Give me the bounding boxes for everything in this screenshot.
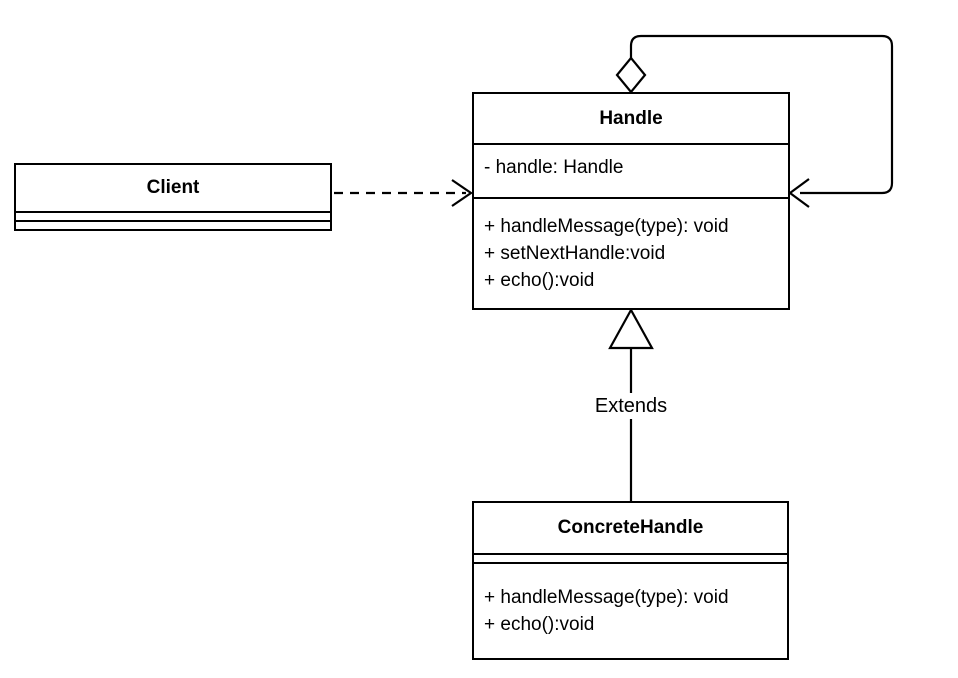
method-row: + echo():void [484, 270, 595, 291]
class-attributes-client [16, 211, 330, 220]
uml-class-concretehandle[interactable]: ConcreteHandle + handleMessage(type): vo… [472, 501, 789, 660]
edge-label-extends: Extends [582, 393, 680, 419]
method-row: + echo():void [484, 614, 595, 635]
class-methods-handle: + handleMessage(type): void + setNextHan… [474, 197, 788, 308]
class-title-client: Client [146, 177, 200, 198]
class-methods-client [16, 220, 330, 229]
class-title-handle: Handle [599, 108, 663, 129]
uml-class-client[interactable]: Client [14, 163, 332, 231]
aggregation-diamond [615, 56, 647, 94]
method-row: + handleMessage(type): void [484, 587, 729, 608]
method-row: + handleMessage(type): void [484, 216, 729, 237]
class-attributes-concretehandle [474, 553, 787, 562]
inheritance-triangle [608, 307, 654, 350]
method-row: + setNextHandle:void [484, 243, 666, 264]
uml-class-handle[interactable]: Handle - handle: Handle + handleMessage(… [472, 92, 790, 310]
dependency-client-to-handle [334, 179, 473, 207]
class-methods-concretehandle: + handleMessage(type): void + echo():voi… [474, 562, 787, 660]
attribute-row: - handle: Handle [484, 157, 624, 178]
class-attributes-handle: - handle: Handle [474, 143, 788, 197]
class-title-concretehandle: ConcreteHandle [557, 517, 704, 538]
